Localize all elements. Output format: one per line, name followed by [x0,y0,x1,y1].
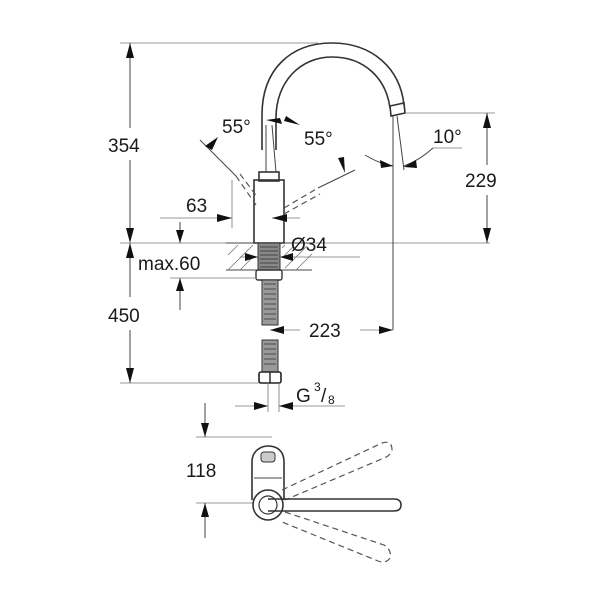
dimension-354: 354 [108,43,140,243]
label-223: 223 [309,321,341,342]
angle-55-left: 55° [199,117,282,177]
angle-55-right: 55° [284,116,356,189]
label-229: 229 [465,171,497,192]
label-thread-denominator: 8 [328,393,335,407]
dimension-thread-g38: G 3 / 8 [235,380,345,412]
dimension-63: 63 [160,180,300,228]
dimension-223: 223 [270,321,393,342]
label-354: 354 [108,136,140,157]
label-10deg: 10° [433,127,462,148]
label-diameter-34: Ø34 [291,235,327,256]
dimension-450: 450 [108,243,259,384]
label-450: 450 [108,306,140,327]
dimension-max60: max.60 [138,222,256,310]
faucet-spout [261,42,406,150]
label-thread-g: G [296,386,311,407]
faucet-body [253,124,285,244]
label-max60: max.60 [138,254,200,275]
top-view: 118 [186,403,402,563]
mounting-deck: Ø34 [226,235,360,271]
label-55deg-left: 55° [222,117,251,138]
label-thread-slash: / [321,386,327,407]
label-118: 118 [186,461,216,482]
angle-10: 10° [364,127,462,168]
label-thread-numerator: 3 [314,380,321,394]
supply-hoses [258,279,282,384]
label-63: 63 [186,196,207,217]
label-55deg-right: 55° [304,129,333,150]
dimension-229: 229 [405,112,497,243]
